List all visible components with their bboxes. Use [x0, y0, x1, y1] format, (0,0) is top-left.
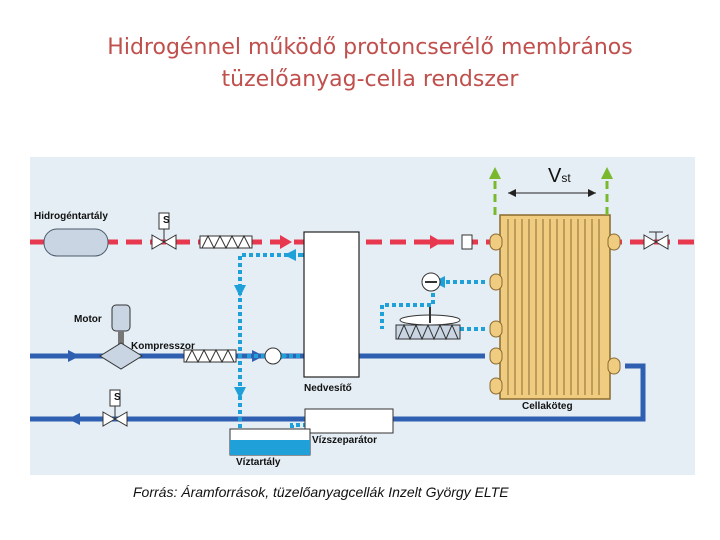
water-arrow — [234, 387, 246, 399]
pressure-regulator-spring — [201, 234, 251, 250]
title-line-1: Hidrogénnel működő protoncserélő membrán… — [107, 35, 633, 60]
cell-stack — [499, 214, 611, 400]
air-line-arrow — [68, 350, 80, 362]
label-motor: Motor — [74, 314, 102, 325]
pressure-regulator — [199, 235, 253, 249]
air-filter-coil — [185, 348, 235, 364]
voltage-label: Vst — [548, 165, 571, 188]
label-cell-stack: Cellaköteg — [522, 401, 573, 412]
hydrogen-line-arrow — [280, 235, 292, 249]
voltage-span-arrow — [508, 189, 516, 197]
label-compressor: Kompresszor — [131, 341, 195, 352]
voltage-arrow-left — [489, 167, 501, 179]
label-water-separator: Vízszeparátor — [312, 435, 378, 446]
water-tank-level — [230, 440, 310, 455]
hydrogen-line-arrow — [430, 235, 442, 249]
humidifier — [303, 231, 360, 378]
cell-stack-ports — [489, 233, 621, 395]
exhaust-valve-body — [655, 234, 669, 250]
motor — [111, 304, 131, 332]
hydrogen-sensor — [461, 234, 473, 250]
water-recirculation-line — [238, 253, 302, 439]
title-line-2: tüzelőanyag-cella rendszer — [221, 67, 519, 92]
label-humidifier: Nedvesítő — [304, 383, 352, 394]
water-separator — [304, 408, 394, 434]
valve-s1-body — [151, 234, 165, 250]
slide-title: Hidrogénnel működő protoncserélő membrán… — [0, 32, 720, 96]
cell-stack-plates — [507, 219, 600, 395]
voltage-arrow-right — [601, 167, 613, 179]
cooler-radiator-fins — [397, 323, 459, 341]
air-outlet-arrow — [68, 413, 80, 425]
cooler-radiator — [395, 324, 461, 340]
voltage-symbol: V — [548, 165, 562, 187]
label-valve-s1: S — [163, 215, 170, 226]
valve-s2-body — [114, 411, 128, 427]
valve-s2-body — [102, 411, 116, 427]
hydrogen-tank — [43, 228, 109, 257]
motor-shaft — [118, 331, 124, 345]
diagram-canvas — [30, 167, 695, 456]
fuel-cell-diagram: Hidrogéntartály Motor Kompresszor Nedves… — [30, 157, 695, 475]
humidifier-pump — [264, 347, 282, 365]
compressor — [99, 342, 143, 370]
water-line-stack-loop — [380, 280, 485, 329]
valve-s1-body — [163, 234, 177, 250]
voltage-span-arrow — [588, 189, 596, 197]
label-water-tank: Víztartály — [236, 457, 281, 468]
label-valve-s2: S — [114, 392, 121, 403]
water-arrow — [284, 249, 296, 261]
label-hydrogen-tank: Hidrogéntartály — [34, 211, 108, 222]
water-arrow — [234, 285, 246, 297]
voltage-subscript: st — [561, 171, 571, 185]
source-caption: Forrás: Áramforrások, tüzelőanyagcellák … — [133, 484, 509, 500]
exhaust-valve-body — [643, 234, 657, 250]
